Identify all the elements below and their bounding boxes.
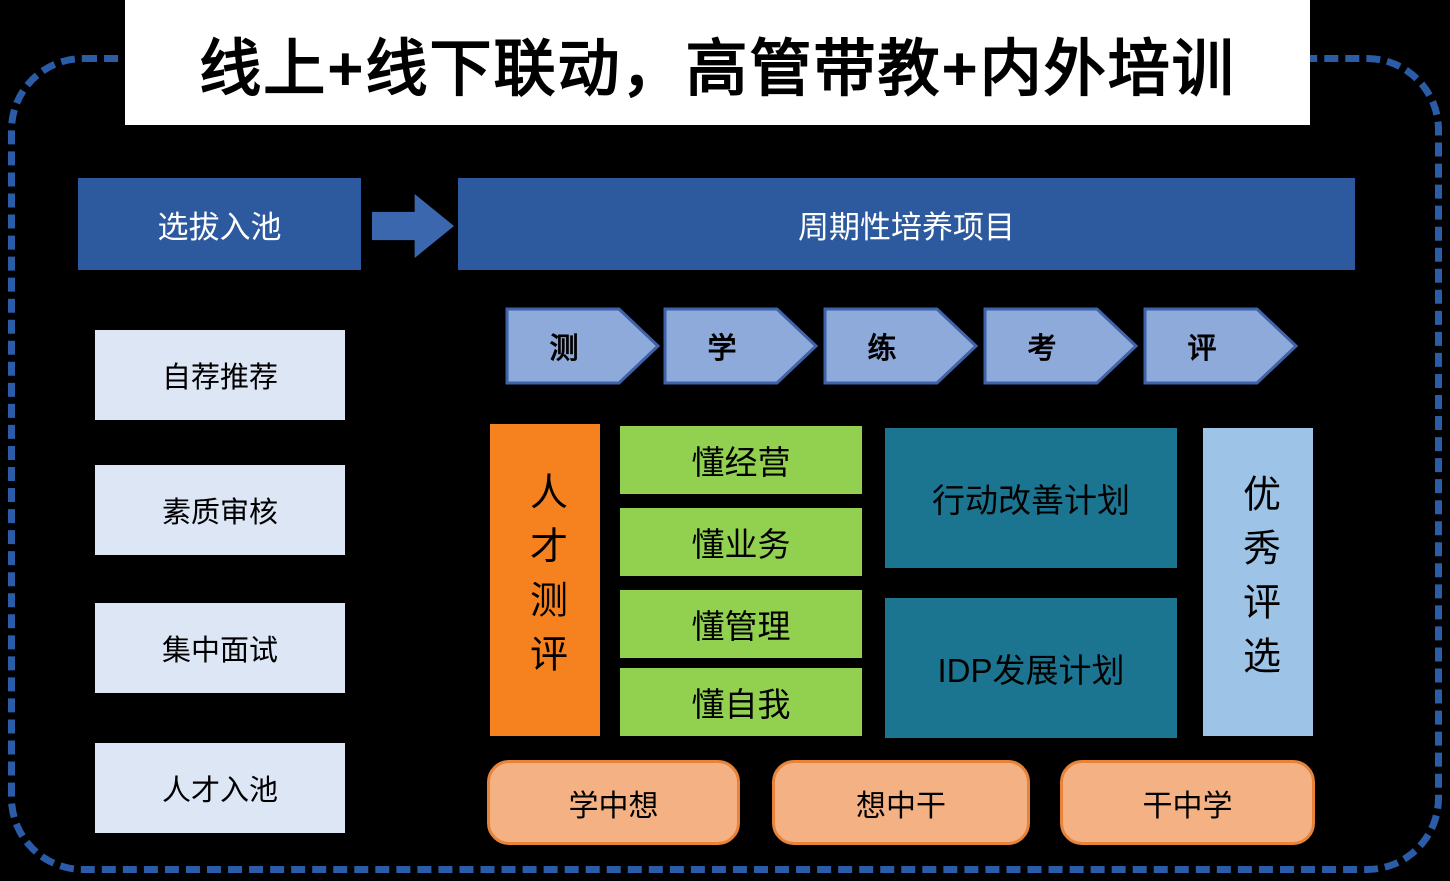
selection-step-self-recommendation: 自荐推荐 [95, 330, 345, 420]
diagram-title: 线上+线下联动，高管带教+内外培训 [125, 0, 1310, 125]
practice-think-while-learning: 学中想 [487, 760, 740, 845]
phase-chevron-examine: 考 [983, 307, 1139, 385]
phase-label: 学 [707, 333, 737, 365]
excellence-selection-label: 优秀评选 [1236, 474, 1279, 690]
phase-chevron-learn: 学 [663, 307, 819, 385]
phase-label: 测 [549, 333, 579, 365]
practice-learn-while-doing: 干中学 [1060, 760, 1315, 845]
chevron-arrow-icon [1143, 307, 1299, 385]
phase-chevron-test: 测 [505, 307, 661, 385]
excellence-selection-box: 优秀评选 [1203, 428, 1313, 736]
chevron-arrow-icon [505, 307, 661, 385]
competency-management: 懂管理 [620, 590, 862, 658]
competency-business: 懂业务 [620, 508, 862, 576]
competency-self: 懂自我 [620, 668, 862, 736]
selection-step-talent-pool-entry: 人才入池 [95, 743, 345, 833]
selection-step-quality-review: 素质审核 [95, 465, 345, 555]
phase-label: 评 [1187, 333, 1217, 365]
chevron-arrow-icon [983, 307, 1139, 385]
phase-chevron-evaluate: 评 [1143, 307, 1299, 385]
practice-do-while-thinking: 想中干 [772, 760, 1030, 845]
phase-label: 练 [867, 333, 897, 365]
talent-assessment-box: 人才测评 [490, 424, 600, 736]
selection-step-centralized-interview: 集中面试 [95, 603, 345, 693]
phase-label: 考 [1027, 333, 1057, 365]
selection-pool-header: 选拔入池 [78, 178, 361, 270]
chevron-arrow-icon [663, 307, 819, 385]
competency-business-operation: 懂经营 [620, 426, 862, 494]
talent-assessment-label: 人才测评 [523, 472, 566, 688]
chevron-arrow-icon [823, 307, 979, 385]
action-improvement-plan-box: 行动改善计划 [885, 428, 1177, 568]
idp-development-plan-box: IDP发展计划 [885, 598, 1177, 738]
periodic-program-header: 周期性培养项目 [458, 178, 1355, 270]
phase-chevron-practice: 练 [823, 307, 979, 385]
